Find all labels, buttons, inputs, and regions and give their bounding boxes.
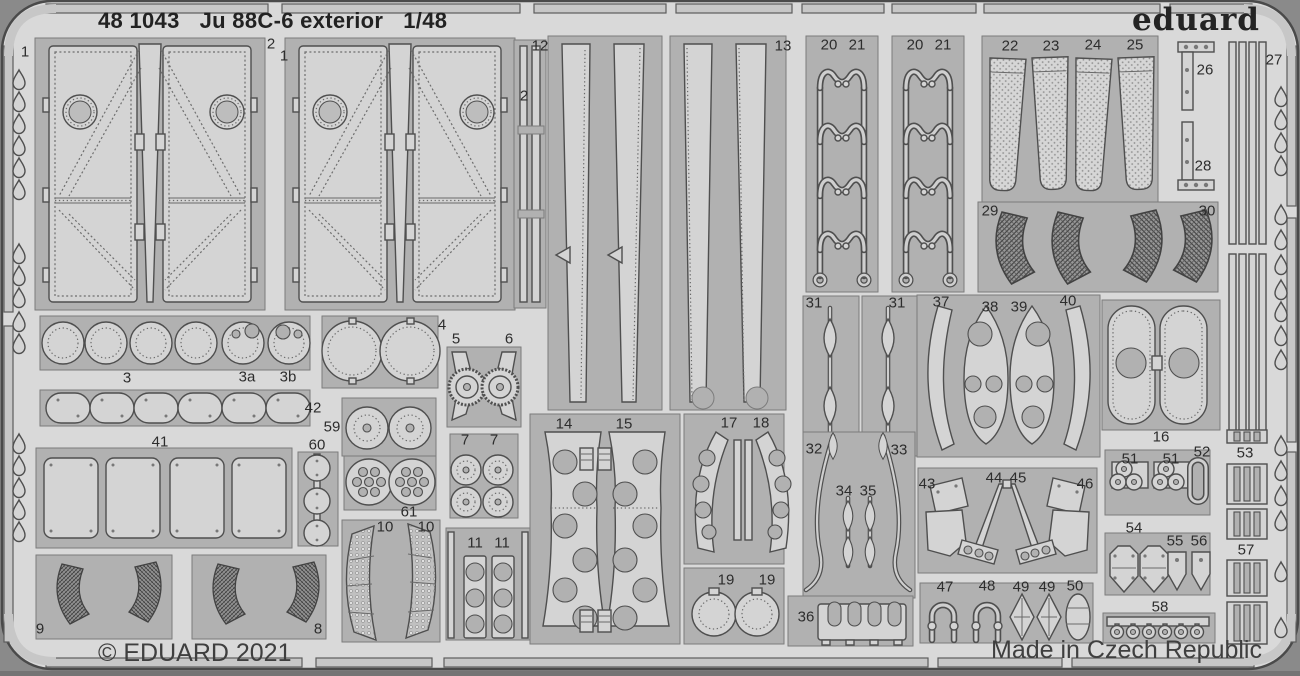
- part-3-row: [39, 315, 311, 371]
- part-16-plates: [1101, 299, 1221, 431]
- part-54-56: [1104, 532, 1211, 596]
- part-10-grilles: [341, 519, 441, 643]
- part-31-b: [861, 295, 919, 457]
- part-59: [341, 397, 437, 457]
- part-47-50: [919, 582, 1094, 644]
- part-20-21-b: [892, 36, 964, 292]
- part-29-30-grilles: [977, 201, 1219, 293]
- part-41: [35, 447, 293, 549]
- part-2-strips: [513, 39, 547, 309]
- part-9-grilles: [35, 554, 173, 640]
- part-61: [343, 455, 437, 511]
- part-51-52: [1104, 449, 1211, 516]
- part-31-a: [802, 295, 860, 457]
- part-22-25: [981, 35, 1159, 205]
- part-43-46: [917, 467, 1098, 574]
- part-36-comb: [787, 595, 914, 647]
- part-1-2-doors-b: [284, 37, 516, 311]
- border-frame: [3, 3, 1297, 668]
- part-13-strips: [669, 35, 787, 411]
- part-19-discs: [683, 567, 785, 645]
- part-14-15: [529, 413, 681, 645]
- part-11-strips: [445, 527, 531, 641]
- part-4: [321, 315, 441, 389]
- part-37-40: [916, 294, 1101, 458]
- part-32-35: [802, 431, 916, 599]
- part-53-ladders: [1226, 429, 1268, 540]
- part-5-6: [446, 346, 522, 428]
- part-58-rings: [1102, 612, 1216, 644]
- part-42-row: [39, 389, 311, 427]
- part-57-ladders: [1226, 559, 1268, 645]
- part-60: [297, 451, 339, 547]
- part-28-bracket: [1177, 121, 1215, 191]
- part-20-21-a: [806, 36, 878, 292]
- part-1-2-doors-a: [34, 37, 266, 311]
- part-17-18: [683, 413, 792, 565]
- part-8-grilles: [191, 554, 327, 640]
- part-7-discs: [449, 433, 519, 519]
- part-12-strips: [547, 35, 663, 411]
- part-27-strips: [1228, 41, 1267, 441]
- part-26-bracket: [1177, 41, 1215, 111]
